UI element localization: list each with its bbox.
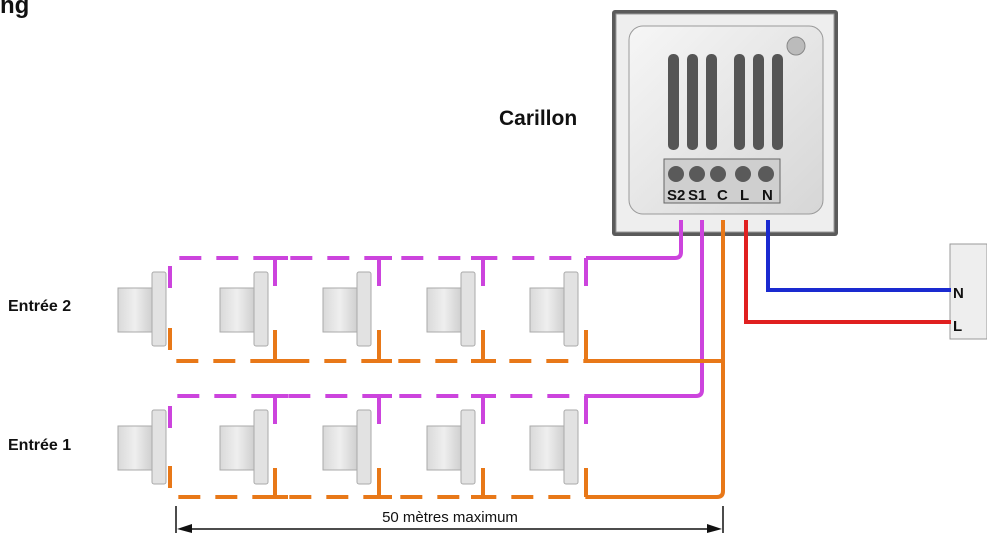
entree-2-bus — [168, 256, 588, 363]
neutral-label: N — [953, 285, 964, 302]
input-1-label: Entrée 1 — [8, 437, 72, 454]
pushbutton — [426, 271, 476, 347]
terminal-label-s1: S1 — [688, 187, 707, 204]
s2-wire — [586, 220, 683, 260]
pushbutton — [219, 271, 269, 347]
pushbuttons-entree-2 — [117, 271, 579, 347]
pushbutton — [322, 271, 372, 347]
chime-label: Carillon — [499, 107, 578, 130]
input-2-label: Entrée 2 — [8, 298, 72, 315]
common-wire — [586, 220, 725, 499]
pushbutton — [219, 409, 269, 485]
terminal-label-s2: S2 — [667, 187, 686, 204]
pushbutton — [117, 409, 167, 485]
pushbuttons-entree-1 — [117, 409, 579, 485]
entree-1-bus — [168, 394, 588, 499]
live-wire — [744, 220, 951, 324]
pushbutton — [117, 271, 167, 347]
terminal-label-c: C — [717, 187, 728, 204]
live-label: L — [953, 318, 963, 335]
pushbutton — [529, 271, 579, 347]
chime-unit — [612, 10, 838, 236]
pushbutton — [426, 409, 476, 485]
pushbutton — [322, 409, 372, 485]
s1-wire — [586, 220, 704, 398]
pushbutton — [529, 409, 579, 485]
neutral-wire — [766, 220, 951, 292]
distance-dimension — [175, 506, 724, 533]
page-title: ng — [0, 0, 30, 19]
terminal-label-l: L — [740, 187, 750, 204]
terminal-label-n: N — [762, 187, 773, 204]
distance-label: 50 mètres maximum — [382, 509, 518, 526]
